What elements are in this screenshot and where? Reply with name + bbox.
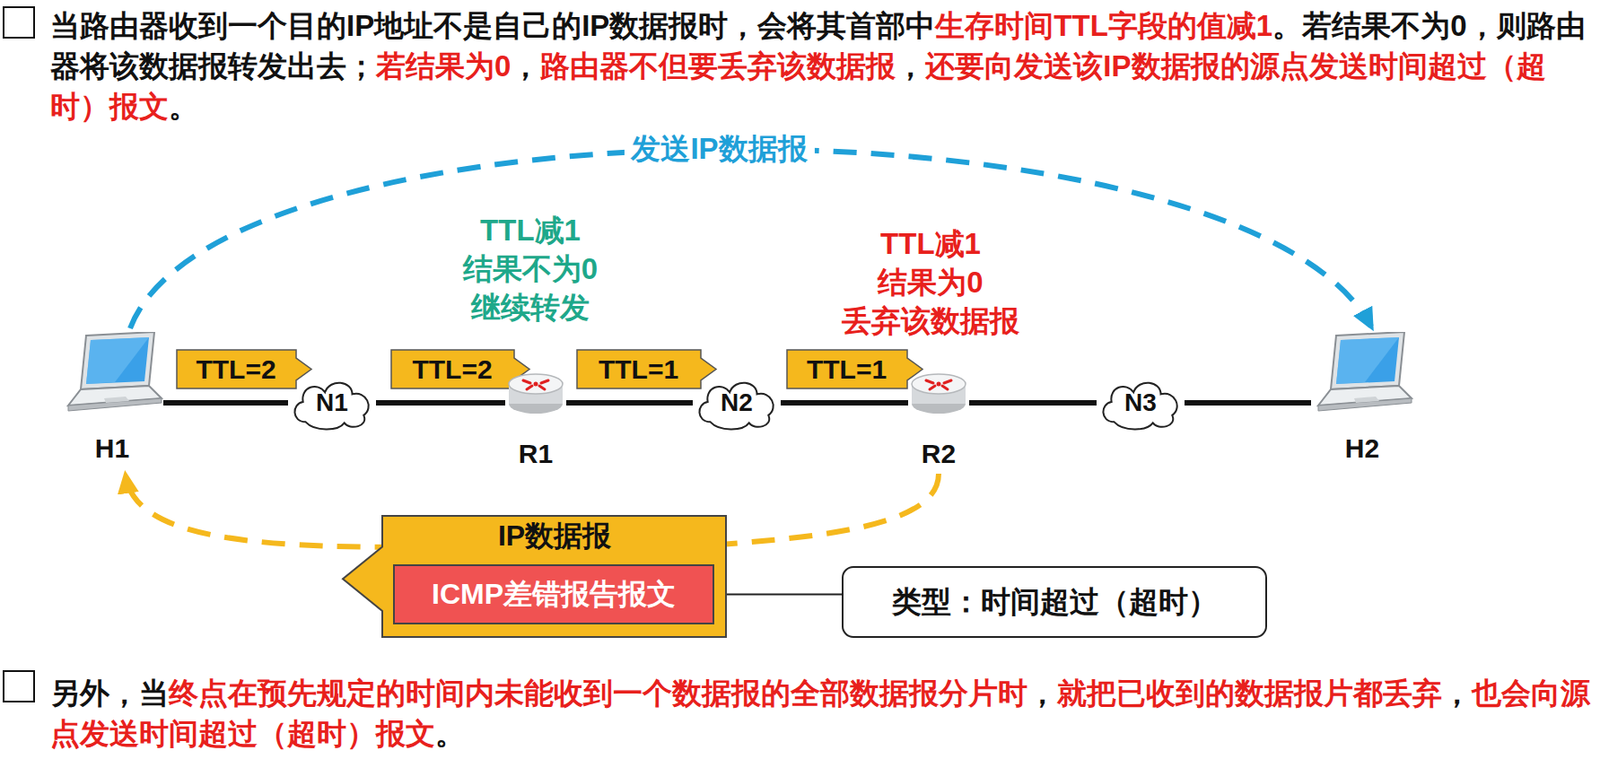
host-node: H1 <box>61 332 164 469</box>
paragraph-run: ， <box>510 49 541 83</box>
tag-node: TTL=1 <box>786 349 924 390</box>
router-arrow <box>926 380 934 384</box>
laptop-lid <box>80 332 155 390</box>
inner-text: ICMP差错报告报文 <box>431 577 676 612</box>
cloud-shape <box>294 383 368 430</box>
router-icon <box>505 369 567 417</box>
paragraph-run: 若结果为0 <box>375 49 511 83</box>
router-arrow <box>929 385 936 390</box>
router-node: R2 <box>908 369 970 469</box>
note-line: TTL减1 <box>463 210 598 250</box>
cloud-node: N1 <box>288 374 376 432</box>
router-note: TTL减1结果不为0继续转发 <box>463 210 598 327</box>
paragraph-run: 当路由器收到一个目的IP地址不是自己的IP数据报时，会将其首部中 <box>50 8 936 43</box>
cloud-text: N3 <box>1124 387 1157 419</box>
ipbox-shape <box>342 515 726 638</box>
inner-box <box>393 565 714 624</box>
router-dot <box>936 382 942 387</box>
tag-text: TTL=2 <box>411 353 492 386</box>
router-icon <box>908 369 970 417</box>
leader-line <box>714 594 842 596</box>
edge-label: 发送IP数据报 <box>623 129 814 170</box>
callout-node: 类型：时间超过（超时） <box>841 566 1268 639</box>
tag-shape <box>786 349 923 389</box>
router-arrow <box>541 380 549 384</box>
paragraph-run: 生存时间TTL字段的值减1 <box>935 8 1273 43</box>
router-dot <box>533 382 539 387</box>
router-top <box>911 374 966 394</box>
paragraph-run: ， <box>895 49 926 83</box>
cloud-group <box>699 383 773 430</box>
tag-shape <box>577 349 717 389</box>
laptop-glare <box>1336 337 1399 385</box>
note-line: 结果不为0 <box>463 249 598 289</box>
network-wire <box>969 400 1097 406</box>
router-arrow <box>942 385 948 390</box>
paragraph-run: 。 <box>168 89 199 123</box>
ipbox-text: IP数据报 <box>498 518 612 553</box>
checkbox <box>3 7 35 38</box>
paragraph-run: 。 <box>435 716 465 751</box>
router-arrow <box>526 385 533 390</box>
cloud-text: N1 <box>315 387 349 419</box>
paragraph-run: 另外，当 <box>50 676 169 710</box>
paragraph-run: ， <box>1027 676 1058 710</box>
laptop-pad <box>1354 396 1380 403</box>
tag-text: TTL=1 <box>598 353 679 386</box>
router-top <box>508 374 563 394</box>
paragraph-run: 路由器不但要丢弃该数据报 <box>540 49 896 83</box>
cloud-node: N2 <box>692 374 781 432</box>
router-node: R1 <box>505 369 567 469</box>
network-wire <box>163 400 289 406</box>
laptop-icon <box>61 332 164 413</box>
note-line: 结果为0 <box>841 262 1020 302</box>
laptop-screen <box>86 337 149 385</box>
host-text: H1 <box>95 432 130 465</box>
laptop-lid <box>1330 332 1405 390</box>
tag-node: TTL=1 <box>576 349 717 390</box>
laptop-icon <box>1311 332 1414 413</box>
laptop-screen <box>1336 337 1399 385</box>
note-line: TTL减1 <box>841 224 1020 263</box>
ipbox-node: IP数据报 ICMP差错报告报文 <box>341 515 727 639</box>
paragraph-run: 终点在预先规定的时间内未能收到一个数据报的全部数据报分片时 <box>168 676 1028 710</box>
note-line: 继续转发 <box>463 288 598 327</box>
callout-box <box>842 567 1267 638</box>
laptop-pad <box>104 396 130 403</box>
laptop-glare <box>86 337 149 385</box>
paragraph-run: 就把已收到的数据报片都丢弃 <box>1057 676 1443 710</box>
tag-text: TTL=2 <box>195 353 276 386</box>
network-wire <box>780 400 909 406</box>
note-line: 丢弃该数据报 <box>841 301 1020 341</box>
tag-shape <box>176 349 312 389</box>
cloud-shape <box>699 383 773 430</box>
paragraph-run: ， <box>1442 676 1472 710</box>
router-arrow <box>944 380 952 384</box>
paragraph: 另外，当终点在预先规定的时间内未能收到一个数据报的全部数据报分片时，就把已收到的… <box>50 673 1596 754</box>
paragraph: 当路由器收到一个目的IP地址不是自己的IP数据报时，会将其首部中生存时间TTL字… <box>50 5 1596 127</box>
cloud-text: N2 <box>720 387 753 419</box>
checkbox <box>3 671 35 702</box>
host-text: H2 <box>1345 432 1380 465</box>
cloud-group <box>294 383 368 430</box>
router-note: TTL减1结果为0丢弃该数据报 <box>841 224 1020 341</box>
callout-text: 类型：时间超过（超时） <box>891 584 1218 621</box>
router-text: R1 <box>518 437 553 471</box>
router-text: R2 <box>921 437 956 471</box>
dashed-arrow <box>130 148 1372 329</box>
network-wire <box>375 400 506 406</box>
router-arrow <box>523 380 531 384</box>
router-arrow <box>539 385 545 390</box>
tag-text: TTL=1 <box>806 353 887 386</box>
inner-node: ICMP差错报告报文 <box>393 564 715 625</box>
cloud-node: N3 <box>1096 374 1185 432</box>
host-node: H2 <box>1311 332 1414 469</box>
cloud-group <box>1102 383 1177 430</box>
network-wire <box>1184 400 1312 406</box>
tag-node: TTL=2 <box>175 349 313 390</box>
network-wire <box>566 400 693 406</box>
cloud-shape <box>1102 383 1177 430</box>
